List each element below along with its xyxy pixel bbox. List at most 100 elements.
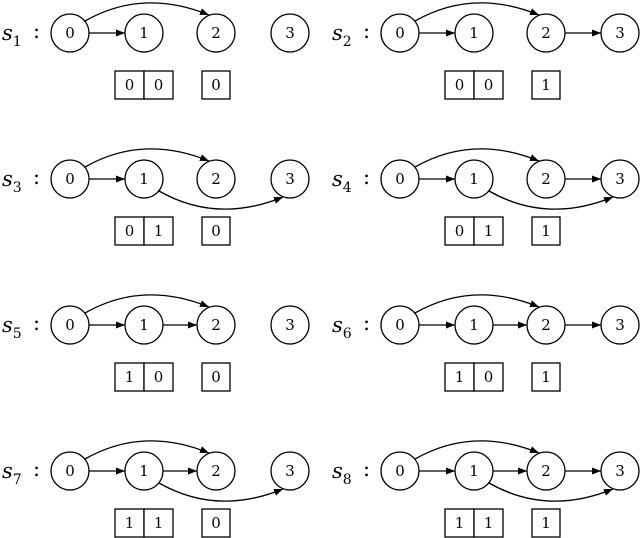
node-label: 3 (285, 462, 295, 480)
node-label: 1 (469, 462, 479, 480)
node-label: 3 (615, 24, 625, 42)
state-label: s8 (332, 459, 352, 488)
state-label: s7 (2, 459, 22, 488)
node-3 (270, 305, 310, 345)
register-bit: 1 (125, 368, 135, 386)
node-label: 3 (285, 170, 295, 188)
output-cell (531, 362, 561, 392)
output-cell (531, 70, 561, 100)
node-1 (124, 451, 164, 491)
register-cell (444, 216, 475, 246)
node-label: 0 (65, 462, 75, 480)
edge-0-2 (414, 2, 540, 22)
output-cell (201, 508, 231, 538)
node-3 (270, 159, 310, 199)
state-colon: : (33, 457, 40, 481)
edge-1-3 (488, 482, 614, 502)
node-2 (196, 305, 236, 345)
edge-0-2 (84, 148, 210, 168)
node-label: 1 (139, 24, 149, 42)
register-cell (473, 362, 504, 392)
node-3 (600, 13, 640, 53)
node-3 (600, 451, 640, 491)
node-2 (196, 13, 236, 53)
node-label: 2 (211, 24, 221, 42)
node-0 (50, 159, 90, 199)
register-cell (143, 70, 174, 100)
node-label: 2 (541, 462, 551, 480)
output-cell (201, 362, 231, 392)
node-1 (124, 159, 164, 199)
edge-0-2 (84, 294, 210, 314)
register-cell (114, 216, 145, 246)
node-2 (196, 451, 236, 491)
node-label: 1 (139, 316, 149, 334)
edge-0-2 (414, 294, 540, 314)
register-bit: 1 (484, 222, 494, 240)
node-label: 2 (541, 170, 551, 188)
edge-1-3 (158, 482, 284, 502)
register-bit: 1 (154, 514, 164, 532)
register-bit: 0 (484, 368, 494, 386)
register-cell (444, 508, 475, 538)
state-label: s1 (2, 21, 22, 50)
node-1 (124, 305, 164, 345)
register-bit: 0 (154, 368, 164, 386)
output-bit: 1 (541, 368, 551, 386)
register-bit: 0 (125, 76, 135, 94)
state-colon: : (363, 457, 370, 481)
node-label: 1 (469, 170, 479, 188)
register-cell (473, 70, 504, 100)
node-label: 0 (395, 170, 405, 188)
node-label: 2 (211, 170, 221, 188)
register-bit: 0 (154, 76, 164, 94)
state-colon: : (363, 165, 370, 189)
output-cell (201, 216, 231, 246)
output-bit: 0 (211, 76, 221, 94)
register-bit: 1 (455, 368, 465, 386)
register-cell (444, 70, 475, 100)
edge-0-2 (414, 440, 540, 460)
node-label: 3 (285, 316, 295, 334)
node-1 (124, 13, 164, 53)
node-label: 3 (615, 316, 625, 334)
node-label: 3 (285, 24, 295, 42)
node-2 (526, 13, 566, 53)
state-label: s2 (332, 21, 352, 50)
node-0 (380, 13, 420, 53)
node-0 (380, 451, 420, 491)
register-bit: 1 (125, 514, 135, 532)
node-label: 2 (541, 24, 551, 42)
node-label: 1 (139, 462, 149, 480)
state-label: s3 (2, 167, 22, 196)
node-label: 2 (211, 462, 221, 480)
edge-1-3 (158, 190, 284, 210)
edge-0-2 (414, 148, 540, 168)
node-label: 0 (395, 316, 405, 334)
node-3 (270, 451, 310, 491)
output-bit: 0 (211, 514, 221, 532)
node-0 (50, 13, 90, 53)
node-label: 0 (395, 462, 405, 480)
register-bit: 1 (455, 514, 465, 532)
node-label: 0 (65, 316, 75, 334)
node-0 (50, 451, 90, 491)
node-label: 1 (469, 316, 479, 334)
register-bit: 0 (455, 222, 465, 240)
node-2 (526, 159, 566, 199)
register-cell (114, 508, 145, 538)
register-cell (143, 508, 174, 538)
edge-0-2 (84, 440, 210, 460)
register-bit: 0 (455, 76, 465, 94)
register-cell (143, 216, 174, 246)
node-label: 3 (615, 462, 625, 480)
register-bit: 0 (125, 222, 135, 240)
state-label: s5 (2, 313, 22, 342)
output-cell (201, 70, 231, 100)
node-3 (270, 13, 310, 53)
register-bit: 0 (484, 76, 494, 94)
